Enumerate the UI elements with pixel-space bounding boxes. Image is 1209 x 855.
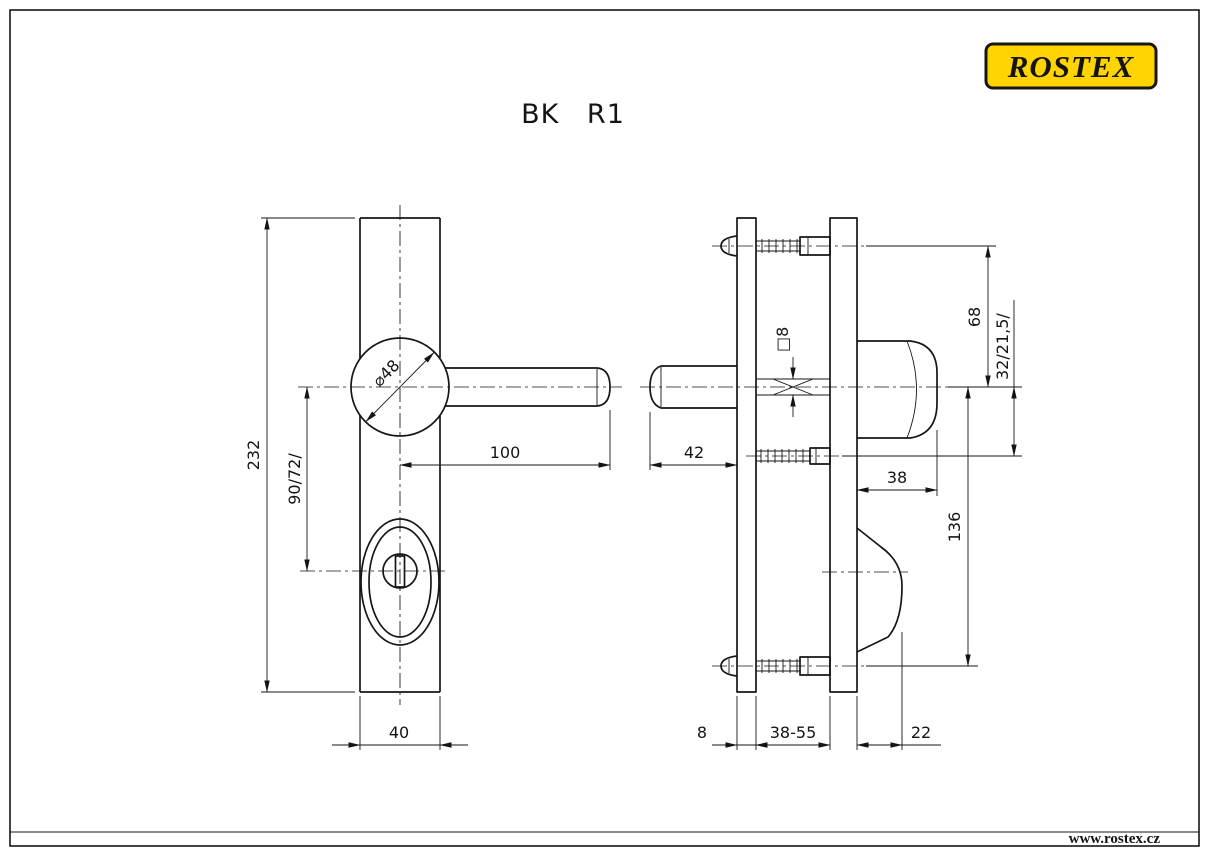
dim-door-thickness-label: 38-55	[770, 723, 817, 742]
dim-knob-projection-label: 42	[684, 443, 704, 462]
inside-plate	[829, 217, 858, 693]
front-view: ⌀48 232 90/72/ 100 40	[244, 205, 622, 750]
dim-axes-spacing-label: 90/72/	[285, 453, 304, 505]
handle-grip-contour	[906, 340, 917, 439]
dim-door-thickness: 38-55	[755, 723, 831, 748]
side-centerlines	[640, 245, 948, 667]
dim-grip-depth-label: 38	[887, 468, 907, 487]
dim-handle-length-label: 100	[490, 443, 521, 462]
handle-grip	[857, 340, 938, 439]
top-screw-thread	[756, 239, 800, 253]
dim-spindle-square: □8	[773, 327, 796, 417]
dim-plate-height: 232	[244, 217, 355, 693]
knob-circle	[350, 337, 450, 437]
dim-plate-thickness-label: 8	[697, 723, 707, 742]
front-plate-outline	[359, 217, 441, 693]
top-screw-sleeve	[799, 236, 831, 256]
dim-plate-width-label: 40	[389, 723, 409, 742]
escutcheon-inner	[368, 526, 432, 638]
top-screw	[720, 235, 831, 257]
bottom-screw-sleeve	[799, 656, 831, 676]
dim-screw-to-axis-label: 68	[965, 307, 984, 327]
side-extension-lines	[649, 245, 1022, 750]
knob-neck	[649, 365, 737, 409]
website-link: www.rostex.cz	[1069, 831, 1161, 847]
bottom-screw	[720, 655, 831, 677]
brand-logo: ROSTEX	[984, 42, 1158, 90]
dim-grip-depth: 38	[856, 468, 938, 493]
knob-diameter-label: ⌀48	[369, 356, 404, 391]
dim-spindle-label: □8	[773, 327, 792, 352]
dim-knob-projection: 42	[649, 443, 738, 468]
dim-plate-thickness: 8	[697, 723, 781, 748]
sheet-frame	[9, 9, 1200, 847]
dim-axes-spacing: 90/72/	[285, 386, 310, 572]
dim-cover-projection: 22	[856, 723, 941, 748]
dim-cover-projection-label: 22	[911, 723, 931, 742]
side-view: 42 □8 68 32/21,5/ 136 38 8	[640, 217, 1022, 750]
top-screw-head	[720, 235, 738, 257]
frame-border	[9, 9, 1200, 847]
outside-plate	[736, 217, 757, 693]
page-title: BK R1	[521, 99, 625, 130]
dim-screw-to-axis: 68	[965, 245, 991, 388]
dim-plate-width-ext	[359, 696, 441, 750]
bottom-screw-thread	[756, 659, 800, 673]
middle-screw-head	[809, 447, 831, 465]
dim-handle-length: 100	[399, 410, 611, 470]
dim-plate-height-ext	[261, 217, 355, 693]
cylinder-cover	[856, 527, 903, 653]
middle-screw	[756, 447, 831, 465]
dim-plate-width: 40	[332, 696, 468, 750]
escutcheon-outer	[360, 518, 440, 646]
keyhole-circle	[382, 553, 418, 589]
keyhole-slot	[394, 555, 406, 588]
handle-bar	[445, 367, 611, 407]
dim-plate-height-label: 232	[244, 440, 263, 471]
dim-axis-to-cylinder: 32/21,5/	[993, 313, 1017, 457]
dim-axis-to-bottom-screw-label: 136	[945, 512, 964, 543]
knob-diameter-line	[365, 352, 435, 422]
brand-logo-text: ROSTEX	[1007, 49, 1135, 84]
middle-screw-thread	[756, 449, 810, 463]
dim-axis-to-cylinder-label: 32/21,5/	[993, 313, 1012, 380]
brand-logo-frame	[984, 42, 1158, 90]
bottom-screw-head	[720, 655, 738, 677]
front-centerlines	[298, 205, 622, 705]
dim-axis-to-bottom-screw: 136	[945, 386, 971, 667]
spindle	[756, 378, 830, 396]
